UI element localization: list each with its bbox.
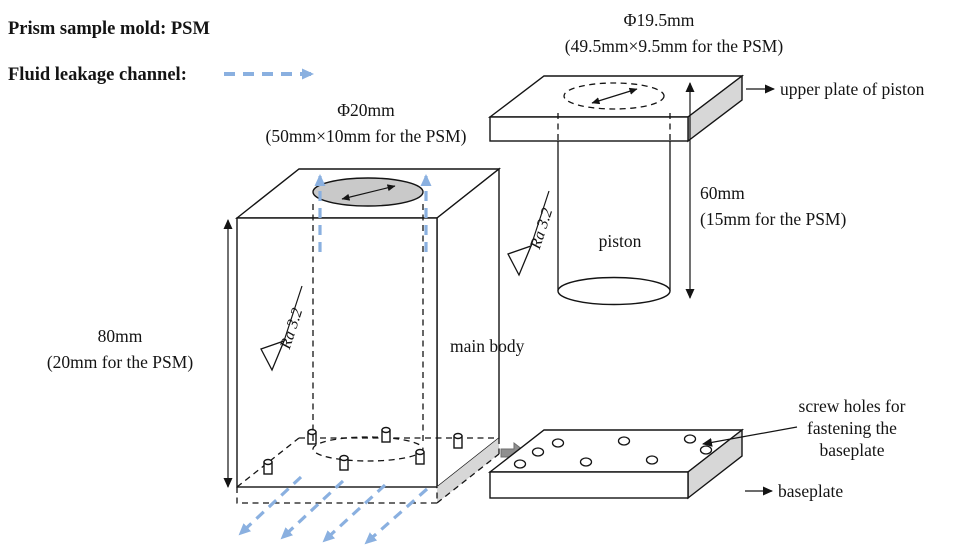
label-piston-height-psm: (15mm for the PSM) — [700, 209, 846, 229]
screw-hole — [551, 438, 565, 448]
roughness-flag-icon — [530, 190, 550, 247]
label-hole-diameter-psm: (50mm×10mm for the PSM) — [266, 126, 467, 146]
label-piston-height: 60mm — [700, 183, 745, 203]
legend-leakage-label: Fluid leakage channel: — [8, 65, 187, 85]
bottom-band-shade — [437, 438, 499, 503]
label-screw-holes-line3: baseplate — [819, 440, 884, 460]
roughness-triangle-icon — [260, 339, 286, 372]
label-plate-diameter: Φ19.5mm — [624, 10, 695, 30]
label-body-height: 80mm — [98, 326, 143, 346]
screw-studs — [263, 426, 463, 475]
stud — [263, 458, 273, 475]
main-body-right-face — [436, 167, 500, 489]
stud — [381, 426, 391, 443]
leakage-down-arrow-icon — [364, 487, 429, 545]
stud — [453, 432, 463, 449]
bottom-face-hidden-edges — [236, 437, 499, 488]
roughness-symbol-piston: Ra 3.2 — [507, 190, 556, 277]
label-hole-diameter: Φ20mm — [337, 100, 395, 120]
label-body-height-psm: (20mm for the PSM) — [47, 352, 193, 372]
legend-title: Prism sample mold: PSM — [8, 19, 210, 39]
plate-diameter-arrow-icon — [591, 87, 638, 105]
roughness-flag-icon — [283, 285, 303, 342]
stud — [339, 454, 349, 471]
label-main-body: main body — [450, 336, 525, 356]
screw-hole — [579, 457, 593, 467]
stud — [307, 428, 317, 445]
upper-plate-front-face — [489, 116, 689, 142]
baseplate-screw-holes — [513, 434, 713, 469]
cavity-bottom-hidden-circle — [312, 436, 424, 462]
label-piston: piston — [599, 231, 642, 251]
label-baseplate: baseplate — [778, 481, 843, 501]
roughness-value: Ra 3.2 — [527, 206, 556, 252]
plate-hole-hidden-circle — [563, 82, 665, 110]
fluid-leakage-arrows — [238, 174, 432, 545]
leakage-down-arrow-icon — [238, 475, 303, 536]
main-body — [223, 167, 502, 504]
screw-hole — [617, 436, 631, 446]
label-screw-holes-line2: fastening the — [807, 418, 897, 438]
piston-bottom-circle — [557, 276, 671, 306]
baseplate-front-face — [489, 471, 689, 499]
bottom-band-hidden-edges — [236, 438, 500, 504]
main-body-front-face — [236, 217, 438, 488]
baseplate — [487, 428, 745, 500]
screw-hole — [683, 434, 697, 444]
screw-hole — [513, 459, 527, 469]
label-upper-plate: upper plate of piston — [780, 79, 925, 99]
label-plate-diameter-psm: (49.5mm×9.5mm for the PSM) — [565, 36, 784, 56]
screw-hole — [645, 455, 659, 465]
piston-assembly — [487, 74, 745, 306]
label-screw-holes-line1: screw holes for — [799, 396, 906, 416]
leakage-down-arrow-icon — [280, 479, 345, 540]
stud — [415, 448, 425, 465]
screw-holes-leader-arrow-icon — [702, 426, 798, 447]
cavity-top-hole — [312, 177, 424, 207]
screw-hole — [531, 447, 545, 457]
roughness-triangle-icon — [507, 244, 533, 277]
leakage-down-arrow-icon — [322, 483, 387, 543]
hole-diameter-arrow-icon — [341, 184, 396, 201]
